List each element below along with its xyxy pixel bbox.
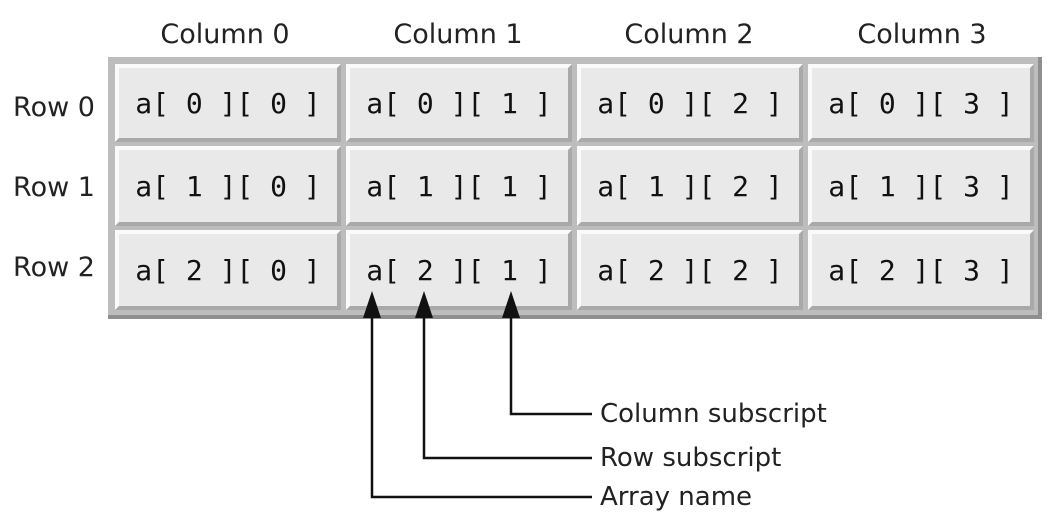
array-cell-2-2: a[ 2 ][ 2 ] <box>577 230 803 310</box>
array-cell-0-1: a[ 0 ][ 1 ] <box>346 64 572 142</box>
array-cell-2-1: a[ 2 ][ 1 ] <box>346 230 572 310</box>
column-header-2: Column 2 <box>624 19 754 50</box>
array-cell-1-3: a[ 1 ][ 3 ] <box>808 146 1034 226</box>
array-cell-0-2: a[ 0 ][ 2 ] <box>577 64 803 142</box>
array-cell-1-1: a[ 1 ][ 1 ] <box>346 146 572 226</box>
column-subscript-arrowhead <box>502 291 520 318</box>
row-label-2: Row 2 <box>13 252 95 283</box>
column-subscript-arrow-line <box>509 310 592 416</box>
column-subscript-label: Column subscript <box>600 399 827 429</box>
array-cell-0-3: a[ 0 ][ 3 ] <box>808 64 1034 142</box>
row-label-1: Row 1 <box>13 172 95 203</box>
column-header-0: Column 0 <box>160 19 290 50</box>
array-cell-1-0: a[ 1 ][ 0 ] <box>115 146 341 226</box>
column-header-1: Column 1 <box>393 19 523 50</box>
array-cell-2-3: a[ 2 ][ 3 ] <box>808 230 1034 310</box>
array-name-arrow-line <box>370 310 592 499</box>
row-subscript-label: Row subscript <box>600 443 782 473</box>
row-label-0: Row 0 <box>13 92 95 123</box>
array-cell-1-2: a[ 1 ][ 2 ] <box>577 146 803 226</box>
array-cell-2-0: a[ 2 ][ 0 ] <box>115 230 341 310</box>
column-header-3: Column 3 <box>857 19 987 50</box>
array-cell-0-0: a[ 0 ][ 0 ] <box>115 64 341 142</box>
array-name-arrowhead <box>363 291 381 318</box>
row-subscript-arrow-line <box>422 310 592 460</box>
row-subscript-arrowhead <box>415 291 433 318</box>
array-name-label: Array name <box>600 482 753 512</box>
